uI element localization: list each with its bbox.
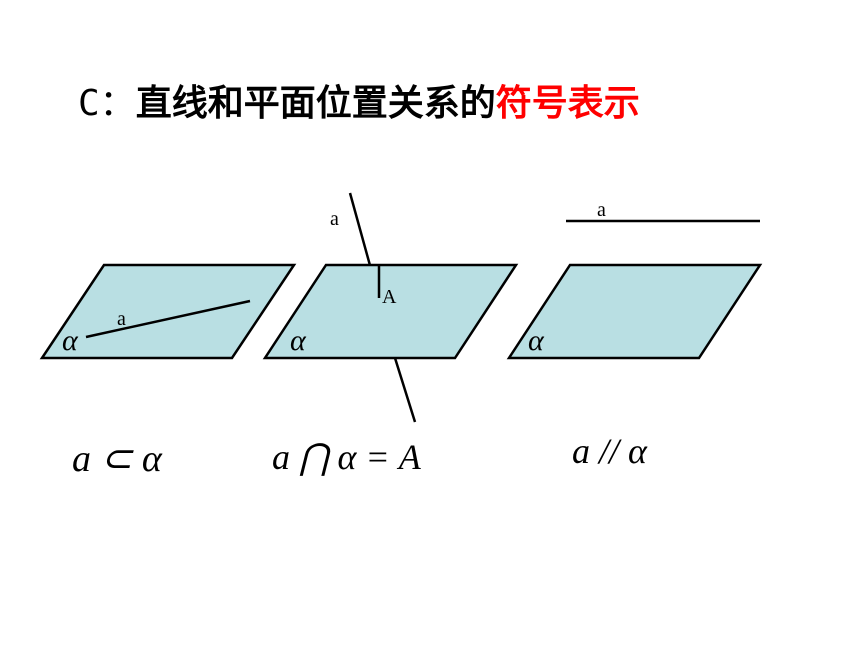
panel-line-in-plane: a α <box>39 263 297 360</box>
line-label-1: a <box>117 308 126 330</box>
plane-3 <box>506 263 763 360</box>
formula-line-intersects-plane: a ⋂ α = A <box>272 437 421 477</box>
panel-line-intersects-plane: a A α <box>262 192 519 423</box>
title-main: 直线和平面位置关系的 <box>135 83 496 124</box>
title-highlight: 符号表示 <box>495 83 640 124</box>
line-label-2: a <box>330 208 339 230</box>
plane-label-2: α <box>290 324 307 357</box>
formula-line-parallel-plane: a // α <box>572 431 647 471</box>
panel-line-parallel-plane: a α <box>506 199 763 360</box>
plane-label-3: α <box>528 324 545 357</box>
title-prefix: C： <box>78 83 136 124</box>
plane-2 <box>262 263 519 360</box>
plane-label-1: α <box>62 324 79 357</box>
line-a-1 <box>85 299 251 339</box>
line-a-2-lower <box>393 357 417 423</box>
slide-title: C：直线和平面位置关系的符号表示 <box>78 74 640 126</box>
point-label-A: A <box>382 286 397 308</box>
line-label-3: a <box>597 199 606 221</box>
formula-line-in-plane: a ⊂ α <box>72 438 162 480</box>
plane-1 <box>39 263 297 360</box>
